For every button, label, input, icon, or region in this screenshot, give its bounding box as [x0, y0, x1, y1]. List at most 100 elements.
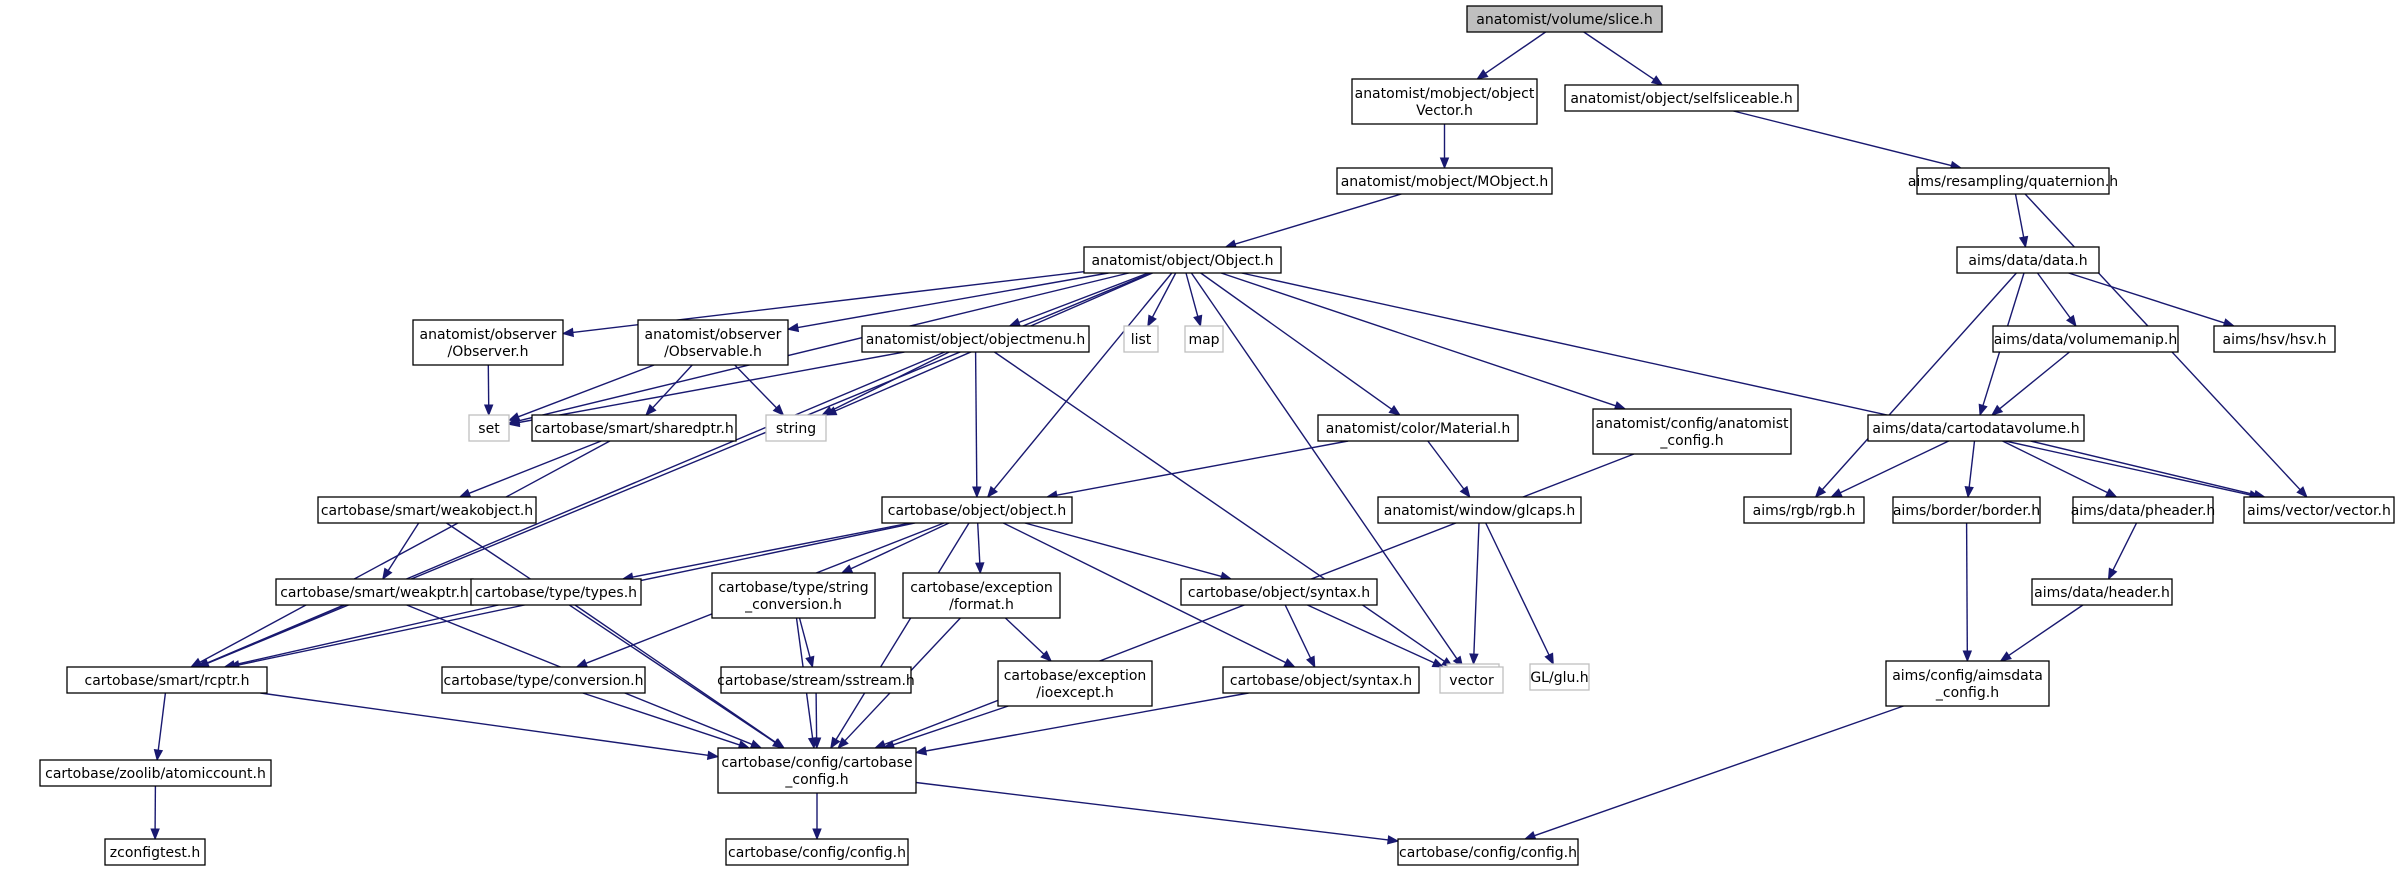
node-objmenu[interactable]: anatomist/object/objectmenu.h	[861, 325, 1090, 353]
node-box	[711, 572, 876, 619]
node-material[interactable]: anatomist/color/Material.h	[1317, 414, 1519, 442]
node-zconfig[interactable]: zconfigtest.h	[104, 838, 206, 866]
node-box	[1336, 167, 1553, 195]
node-label: _conversion.h	[744, 597, 842, 613]
node-observer[interactable]: anatomist/observer/Observer.h	[412, 319, 564, 366]
arrowhead-icon	[1008, 317, 1022, 327]
edge-object_h-to-vectorh	[1241, 272, 2262, 500]
node-box	[1397, 838, 1579, 866]
node-list[interactable]: list	[1123, 325, 1159, 353]
edge-line	[206, 604, 345, 664]
edge-volmanip-to-cartovol	[1990, 351, 2070, 416]
node-box	[66, 666, 268, 694]
node-label: Vector.h	[1416, 103, 1473, 119]
node-atomic[interactable]: cartobase/zoolib/atomiccount.h	[39, 759, 272, 787]
node-syntax1[interactable]: cartobase/object/syntax.h	[1180, 578, 1378, 606]
node-header[interactable]: aims/data/header.h	[2031, 578, 2173, 606]
node-hsv[interactable]: aims/hsv/hsv.h	[2213, 325, 2336, 353]
edge-line	[652, 364, 693, 409]
node-box	[725, 838, 909, 866]
arrowhead-icon	[772, 738, 786, 749]
edge-quaternion-to-aimsdata	[2014, 193, 2029, 249]
edge-line	[1534, 705, 1904, 837]
edge-object_h-to-cbobject	[986, 272, 1173, 499]
node-syntax2[interactable]: cartobase/object/syntax.h	[1222, 666, 1420, 694]
node-vectorh[interactable]: aims/vector/vector.h	[2243, 496, 2395, 524]
node-box	[1743, 496, 1865, 524]
node-label: cartobase/type/types.h	[475, 585, 637, 601]
edge-cartovol-to-rgb	[1830, 440, 1950, 498]
node-aimsconfig[interactable]: aims/config/aimsdata_config.h	[1885, 660, 2050, 707]
node-cbobject[interactable]: cartobase/object/object.h	[881, 496, 1073, 524]
arrowhead-icon	[975, 562, 985, 575]
arrowhead-icon	[1387, 835, 1400, 845]
arrowhead-icon	[812, 828, 822, 841]
node-box	[637, 319, 789, 366]
node-label: cartobase/smart/weakobject.h	[321, 503, 533, 519]
edge-line	[1307, 604, 1435, 664]
node-conversion[interactable]: cartobase/type/conversion.h	[441, 666, 646, 694]
node-observable[interactable]: anatomist/observer/Observable.h	[637, 319, 789, 366]
node-sstream[interactable]: cartobase/stream/sstream.h	[717, 666, 915, 694]
arrowhead-icon	[1193, 314, 1203, 328]
node-border[interactable]: aims/border/border.h	[1892, 496, 2041, 524]
edge-line	[1002, 522, 1287, 664]
node-set[interactable]: set	[468, 414, 510, 442]
node-rcptr[interactable]: cartobase/smart/rcptr.h	[66, 666, 268, 694]
edge-line	[1151, 272, 1177, 318]
node-anaconfig[interactable]: anatomist/config/anatomist_config.h	[1592, 408, 1792, 455]
node-label: aims/rgb/rgb.h	[1753, 503, 1856, 519]
node-label: aims/data/pheader.h	[2071, 503, 2216, 519]
edge-line	[2014, 193, 2025, 238]
edge-line	[1234, 193, 1402, 245]
node-glu[interactable]: GL/glu.h	[1529, 663, 1590, 691]
node-box	[2213, 325, 2336, 353]
node-weakobject[interactable]: cartobase/smart/weakobject.h	[317, 496, 537, 524]
node-cartovol[interactable]: aims/data/cartodatavolume.h	[1867, 414, 2085, 442]
node-weakptr[interactable]: cartobase/smart/weakptr.h	[275, 578, 474, 606]
node-format[interactable]: cartobase/exception/format.h	[902, 572, 1061, 619]
node-label: cartobase/object/syntax.h	[1188, 585, 1370, 601]
node-rgb[interactable]: aims/rgb/rgb.h	[1743, 496, 1865, 524]
node-glcaps[interactable]: anatomist/window/glcaps.h	[1377, 496, 1582, 524]
node-map[interactable]: map	[1184, 325, 1224, 353]
node-volmanip[interactable]: aims/data/volumemanip.h	[1992, 325, 2179, 353]
node-label: vector	[1449, 673, 1494, 689]
node-label: /format.h	[949, 597, 1014, 613]
node-pheader[interactable]: aims/data/pheader.h	[2071, 496, 2216, 524]
node-aimsdata[interactable]: aims/data/data.h	[1956, 246, 2100, 274]
arrowhead-icon	[1999, 651, 2012, 662]
node-selfslice[interactable]: anatomist/object/selfsliceable.h	[1564, 84, 1799, 112]
node-cbconfig[interactable]: cartobase/config/cartobase_config.h	[717, 747, 917, 794]
node-string[interactable]: string	[765, 414, 827, 442]
arrowhead-icon	[749, 739, 763, 749]
node-strconv[interactable]: cartobase/type/string_conversion.h	[711, 572, 876, 619]
arrowhead-icon	[2107, 567, 2118, 581]
node-sharedptr[interactable]: cartobase/smart/sharedptr.h	[531, 414, 737, 442]
node-label: aims/data/header.h	[2034, 585, 2170, 601]
edge-line	[734, 364, 777, 409]
edge-line	[574, 604, 777, 743]
node-config1[interactable]: cartobase/config/config.h	[725, 838, 909, 866]
node-vector[interactable]: vector	[1439, 666, 1504, 694]
node-object_h[interactable]: anatomist/object/Object.h	[1083, 246, 1282, 274]
edge-sharedptr-to-weakobject	[458, 440, 602, 498]
node-config2[interactable]: cartobase/config/config.h	[1397, 838, 1579, 866]
edge-line	[892, 705, 1009, 746]
arrowhead-icon	[1650, 75, 1664, 86]
edge-line	[830, 351, 950, 412]
node-label: map	[1188, 332, 1219, 348]
node-label: aims/hsv/hsv.h	[2223, 332, 2327, 348]
edge-cbconfig-to-config1	[812, 793, 822, 841]
node-ioexcept[interactable]: cartobase/exception/ioexcept.h	[997, 660, 1153, 707]
edge-line	[260, 692, 709, 756]
node-quaternion[interactable]: aims/resampling/quaternion.h	[1908, 167, 2118, 195]
edge-line	[518, 351, 905, 424]
node-types[interactable]: cartobase/type/types.h	[470, 578, 642, 606]
edge-line	[157, 692, 167, 751]
node-box	[1466, 5, 1663, 33]
node-box	[531, 414, 737, 442]
arrowhead-icon	[986, 485, 998, 499]
node-mobject[interactable]: anatomist/mobject/MObject.h	[1336, 167, 1553, 195]
